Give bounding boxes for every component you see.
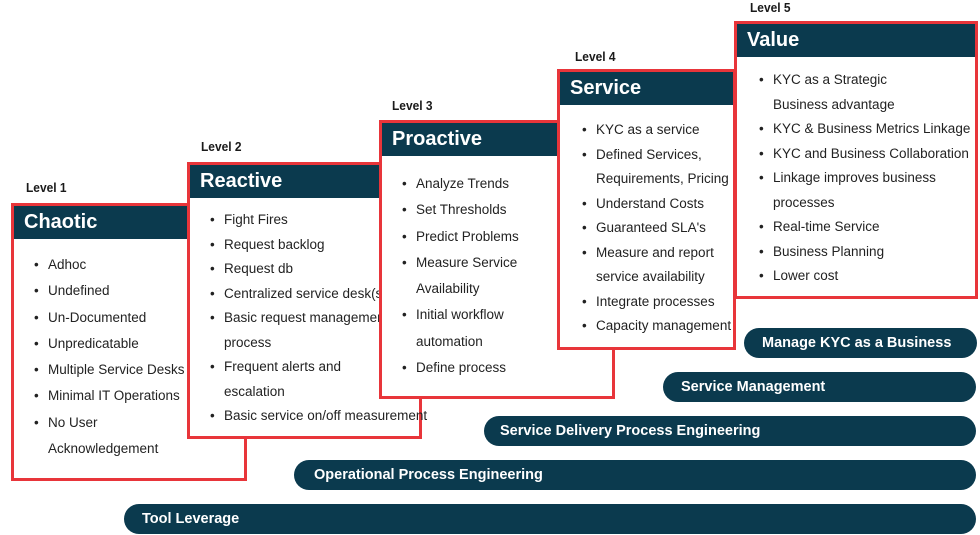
list-item: Acknowledgement xyxy=(48,441,159,457)
list-item: KYC & Business Metrics Linkage xyxy=(759,117,970,142)
bar-service-management: Service Management xyxy=(663,372,976,402)
list-item: No User xyxy=(34,410,185,437)
list-item: Guaranteed SLA's xyxy=(582,216,731,241)
list-item: Real-time Service xyxy=(759,215,970,240)
level-1-title: Chaotic xyxy=(14,206,189,239)
list-item: process xyxy=(224,334,272,350)
list-item: service availability xyxy=(596,269,705,284)
list-item: Business Planning xyxy=(759,240,970,265)
level-3-title: Proactive xyxy=(382,123,558,156)
list-item: Unpredicatable xyxy=(34,331,185,358)
list-item: Minimal IT Operations xyxy=(34,383,185,410)
list-item: automation xyxy=(416,333,483,349)
level-4-label: Level 4 xyxy=(575,49,616,64)
list-item: Set Thresholds xyxy=(402,197,519,224)
level-5-box: Value KYC as a Strategic Business advant… xyxy=(734,21,978,299)
level-4-box: Service KYC as a service Defined Service… xyxy=(557,69,736,350)
list-item: Undefined xyxy=(34,278,185,305)
level-2-label: Level 2 xyxy=(201,139,242,154)
list-item: Lower cost xyxy=(759,264,970,289)
list-item: Frequent alerts and xyxy=(210,355,427,380)
level-1-label: Level 1 xyxy=(26,180,67,195)
level-5-label: Level 5 xyxy=(750,0,791,15)
list-item: Basic request management xyxy=(210,306,427,331)
bar-service-delivery-process-engineering: Service Delivery Process Engineering xyxy=(484,416,976,446)
level-3-label: Level 3 xyxy=(392,98,433,113)
list-item: KYC as a service xyxy=(582,118,731,143)
bar-tool-leverage: Tool Leverage xyxy=(124,504,976,534)
list-item: processes xyxy=(773,194,835,210)
list-item: Analyze Trends xyxy=(402,171,519,198)
list-item: Integrate processes xyxy=(582,290,731,315)
list-item: Understand Costs xyxy=(582,192,731,217)
level-4-title: Service xyxy=(560,72,733,105)
level-1-list: Adhoc Undefined Un-Documented Unpredicat… xyxy=(34,252,185,462)
list-item: KYC and Business Collaboration xyxy=(759,142,970,167)
level-2-list: Fight Fires Request backlog Request db C… xyxy=(210,208,427,429)
list-item: Basic service on/off measurement xyxy=(210,404,427,429)
level-3-list: Analyze Trends Set Thresholds Predict Pr… xyxy=(402,171,519,382)
list-item: Requirements, Pricing xyxy=(596,171,729,186)
list-item: Predict Problems xyxy=(402,224,519,251)
level-2-title: Reactive xyxy=(190,165,384,198)
list-item: Centralized service desk(s) xyxy=(210,282,427,307)
list-item: Fight Fires xyxy=(210,208,427,233)
list-item: Business advantage xyxy=(773,96,895,112)
list-item: Capacity management xyxy=(582,314,731,339)
list-item: Measure and report xyxy=(582,241,731,266)
list-item: Un-Documented xyxy=(34,305,185,332)
list-item: Defined Services, xyxy=(582,143,731,168)
list-item: Define process xyxy=(402,355,519,382)
list-item: Multiple Service Desks xyxy=(34,357,185,384)
level-5-list: KYC as a Strategic Business advantage KY… xyxy=(759,68,970,289)
bar-manage-kyc-business: Manage KYC as a Business xyxy=(744,328,977,358)
list-item: Request backlog xyxy=(210,233,427,258)
list-item: Request db xyxy=(210,257,427,282)
list-item: Linkage improves business xyxy=(759,166,970,191)
list-item: Measure Service xyxy=(402,250,519,277)
list-item: escalation xyxy=(224,383,285,399)
level-4-list: KYC as a service Defined Services, Requi… xyxy=(582,118,731,339)
list-item: KYC as a Strategic xyxy=(759,68,970,93)
list-item: Adhoc xyxy=(34,252,185,279)
list-item: Initial workflow xyxy=(402,302,519,329)
level-5-title: Value xyxy=(737,24,975,57)
bar-operational-process-engineering: Operational Process Engineering xyxy=(294,460,976,490)
list-item: Availability xyxy=(416,281,480,297)
